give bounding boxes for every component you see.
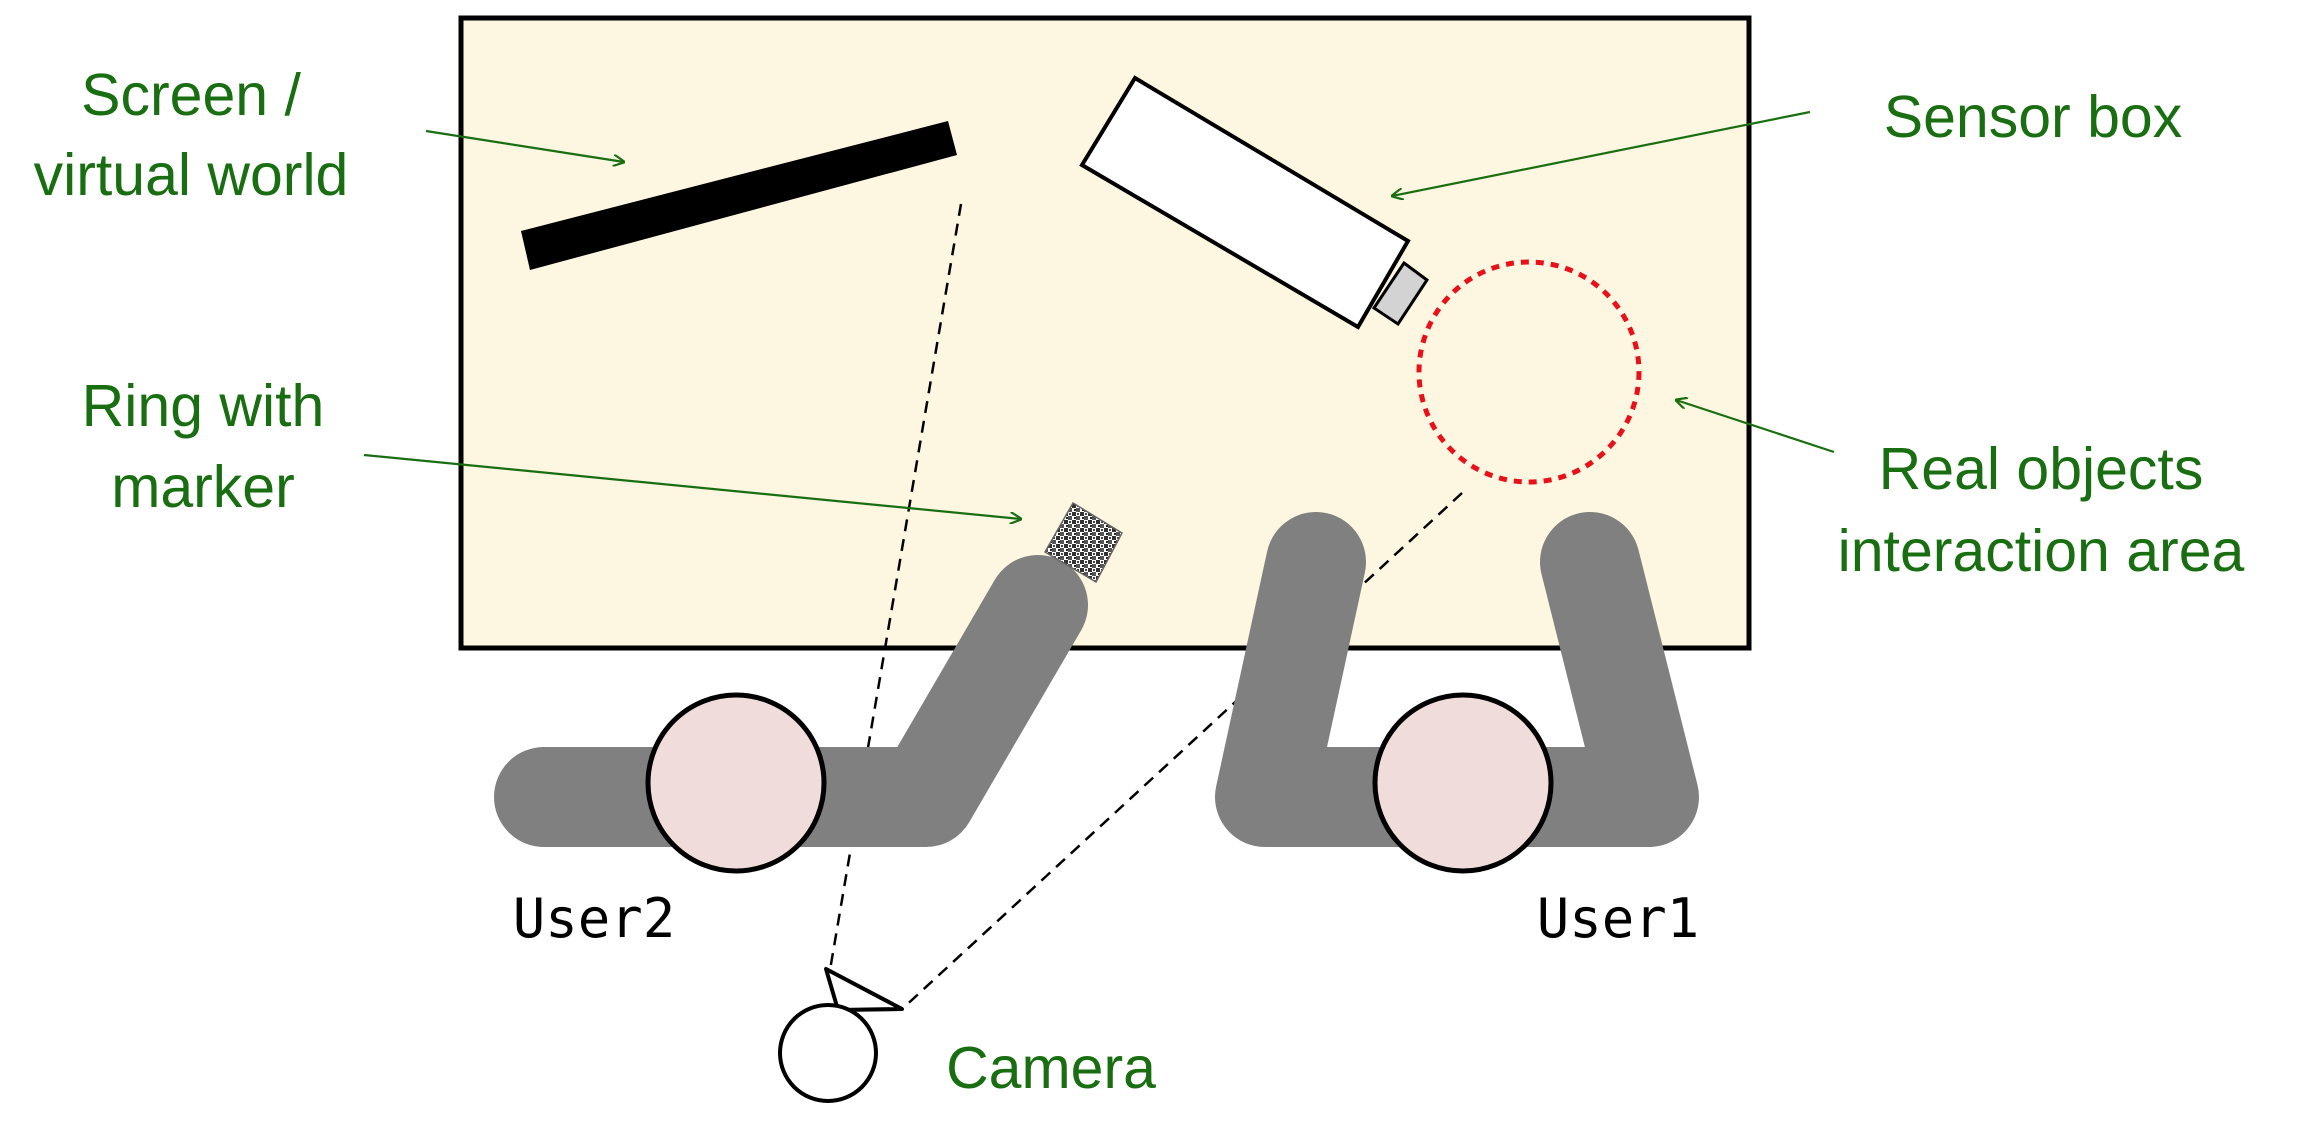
interaction-area-circle [1416,259,1642,485]
label-real-objects-line1: Real objects [1879,436,2204,502]
label-ring-line1: Ring with [82,373,325,439]
user2-head [645,692,827,874]
ring-marker [1043,501,1123,584]
label-user2: User2 [513,887,676,950]
label-ring-line2: marker [111,454,295,520]
ring-arrow [363,453,1021,519]
label-sensor-box: Sensor box [1884,84,2182,150]
camera-line-to-area [900,492,1463,1011]
label-real-objects-line2: interaction area [1838,518,2245,584]
camera-icon [778,967,904,1103]
screen-bar [521,121,957,270]
label-screen-line2: virtual world [34,142,349,208]
sensor-box [1079,75,1430,330]
label-camera: Camera [946,1035,1156,1101]
label-screen-line1: Screen / [81,62,301,128]
screen-arrow [425,129,624,162]
user1-head [1372,692,1554,874]
label-user1: User1 [1537,887,1700,950]
sensor-arrow [1392,110,1811,196]
real-objects-arrow [1676,400,1835,454]
